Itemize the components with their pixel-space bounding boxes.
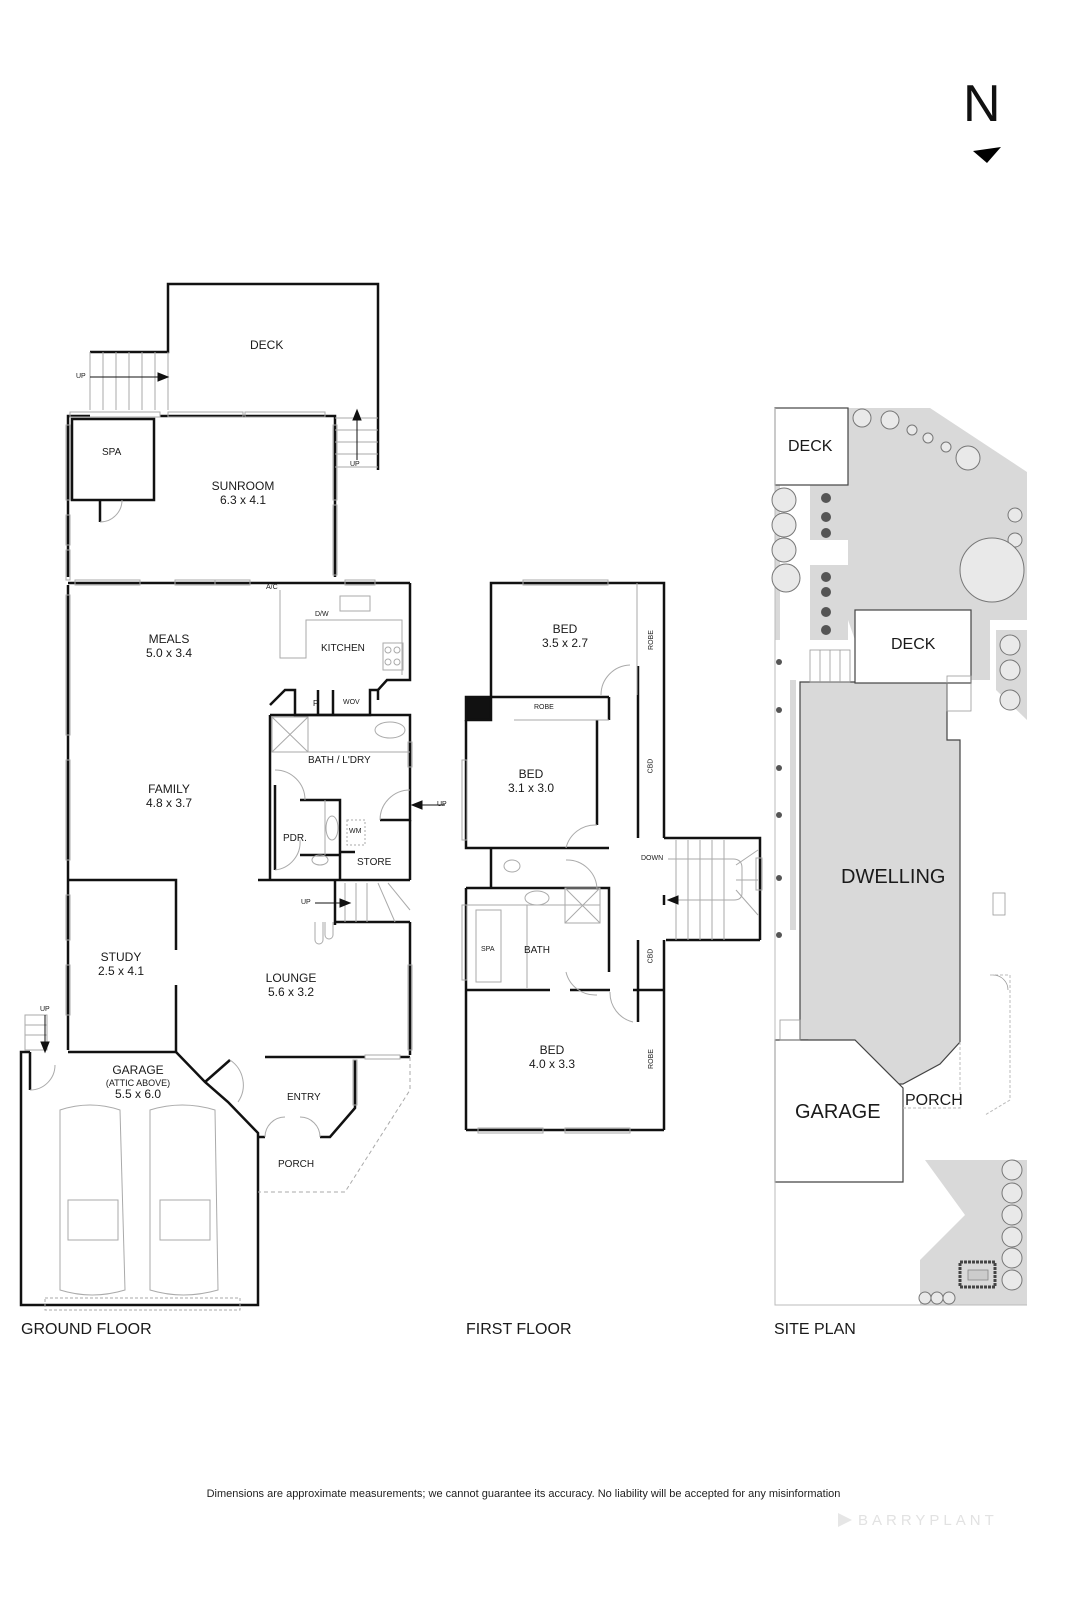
room-dims: 3.5 x 2.7: [541, 635, 589, 650]
room-dims: 5.0 x 3.4: [145, 645, 193, 660]
first-floor-title: FIRST FLOOR: [466, 1321, 572, 1338]
site-plan-title: SITE PLAN: [774, 1321, 856, 1338]
room-label-porch: PORCH: [278, 1159, 315, 1170]
room-label-spa: SPA: [481, 946, 495, 953]
room-name: BED: [539, 1043, 565, 1057]
room-label-spa: SPA: [102, 447, 122, 458]
stairs-up-label: UP: [301, 899, 311, 906]
room-label-bath: BATH: [524, 945, 550, 956]
room-dims: 6.3 x 4.1: [219, 492, 267, 507]
room-name: BED: [552, 622, 578, 636]
room-label-powder: PDR.: [283, 833, 307, 844]
room-sub: (ATTIC ABOVE): [105, 1077, 171, 1088]
ground-floor-light-lines: [24, 352, 413, 1311]
robe-label: ROBE: [647, 630, 655, 650]
room-name: BED: [518, 767, 544, 781]
room-label-kitchen: KITCHEN: [321, 643, 365, 654]
room-dims: 4.0 x 3.3: [528, 1056, 576, 1071]
room-name: GARAGE: [112, 1063, 164, 1077]
stairs-up-label: UP: [40, 1006, 50, 1013]
room-name: SUNROOM: [211, 479, 275, 493]
fixture-wall-oven: WOV: [343, 699, 360, 706]
brand-watermark: BARRYPLANT: [858, 1512, 998, 1529]
first-floor-walls: [464, 581, 762, 1132]
site-label-deck: DECK: [891, 636, 936, 653]
site-label-dwelling: DWELLING: [841, 866, 946, 888]
stairs-up-label: UP: [437, 801, 447, 808]
site-label-garage: GARAGE: [795, 1101, 881, 1123]
room-label-deck: DECK: [250, 338, 284, 352]
room-name: FAMILY: [148, 782, 190, 796]
room-dims: 5.6 x 3.2: [267, 984, 315, 999]
room-label-entry: ENTRY: [287, 1092, 321, 1103]
room-name: STUDY: [100, 950, 142, 964]
north-label: N: [963, 75, 1001, 133]
room-dims: 3.1 x 3.0: [507, 780, 555, 795]
site-label-deck-rear: DECK: [788, 438, 833, 455]
ground-floor-title: GROUND FLOOR: [21, 1321, 152, 1338]
room-name: MEALS: [148, 632, 190, 646]
room-dims: 4.8 x 3.7: [145, 795, 193, 810]
robe-label: ROBE: [534, 704, 554, 711]
room-lounge: LOUNGE 5.6 x 3.2: [241, 971, 341, 1000]
room-bed-3: BED 4.0 x 3.3: [502, 1043, 602, 1072]
north-arrow-icon: [973, 147, 1001, 163]
ground-floor-arrows: [40, 372, 445, 1054]
cbd-label: CBD: [647, 948, 655, 964]
room-bed-1: BED 3.5 x 2.7: [515, 622, 615, 651]
stairs-up-label: UP: [350, 461, 360, 468]
stairs-up-label: UP: [76, 373, 86, 380]
room-meals: MEALS 5.0 x 3.4: [119, 632, 219, 661]
fixture-dishwasher: D/W: [315, 611, 329, 618]
room-bed-2: BED 3.1 x 3.0: [481, 767, 581, 796]
room-dims: 5.5 x 6.0: [114, 1087, 162, 1102]
cbd-label: CBD: [647, 758, 655, 774]
room-label-store: STORE: [357, 857, 392, 868]
room-label-bath-laundry: BATH / L'DRY: [308, 755, 371, 766]
site-plan-drawing: [771, 407, 1027, 1306]
room-garage: GARAGE (ATTIC ABOVE) 5.5 x 6.0: [88, 1063, 188, 1102]
site-label-porch: PORCH: [905, 1092, 963, 1109]
fixture-ac: A/C: [266, 584, 278, 591]
disclaimer-text: Dimensions are approximate measurements;…: [206, 1488, 841, 1500]
fixture-washing-machine: WM: [349, 828, 362, 835]
room-name: LOUNGE: [265, 971, 317, 985]
stairs-down-label: DOWN: [641, 855, 664, 862]
room-sunroom: SUNROOM 6.3 x 4.1: [193, 479, 293, 508]
robe-label: ROBE: [647, 1049, 655, 1069]
room-study: STUDY 2.5 x 4.1: [71, 950, 171, 979]
room-dims: 2.5 x 4.1: [97, 963, 145, 978]
first-floor-light-lines: [461, 579, 763, 1134]
room-family: FAMILY 4.8 x 3.7: [119, 782, 219, 811]
first-floor-arrows: [666, 895, 679, 905]
fixture-fridge: F: [313, 699, 318, 708]
